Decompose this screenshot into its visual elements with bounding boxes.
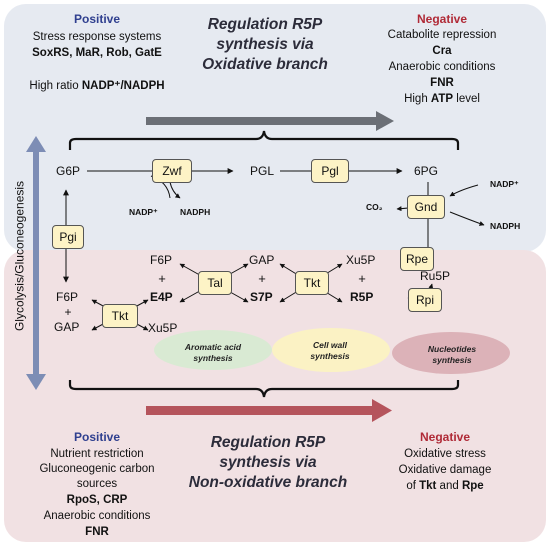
top-negative-line3: Anaerobic conditions bbox=[388, 61, 496, 73]
bottom-positive-line3: sources bbox=[76, 478, 118, 490]
cofactor-nadp-zwf: NADP⁺ bbox=[129, 207, 158, 217]
top-brace bbox=[68, 130, 460, 150]
enzyme-rpi: Rpi bbox=[408, 288, 442, 312]
metabolite-f6p-left: F6P bbox=[56, 290, 79, 304]
non-oxidative-regulation-arrow bbox=[146, 399, 392, 422]
cofactor-nadph-gnd: NADPH bbox=[490, 221, 521, 231]
top-positive-ratio: High ratio NADP⁺/NADPH bbox=[29, 80, 165, 92]
glycolysis-gluconeogenesis-label: Glycolysis/Gluconeogenesis bbox=[12, 180, 27, 332]
bottom-positive-line4: RpoS, CRP bbox=[66, 494, 128, 506]
top-title-line3: Oxidative branch bbox=[202, 56, 328, 73]
top-negative-line5: High ATP level bbox=[404, 93, 480, 105]
metabolite-g6p: G6P bbox=[56, 164, 81, 178]
bottom-positive-heading: Positive bbox=[73, 430, 121, 444]
metabolite-6pg: 6PG bbox=[414, 164, 439, 178]
enzyme-rpe: Rpe bbox=[400, 247, 434, 271]
metabolite-xu5p-mid: Xu5P bbox=[346, 253, 376, 267]
top-title-line2: synthesis via bbox=[216, 36, 314, 53]
top-negative-line1: Catabolite repression bbox=[387, 29, 497, 41]
cofactor-nadph-zwf: NADPH bbox=[180, 207, 211, 217]
top-positive-heading: Positive bbox=[73, 12, 121, 26]
enzyme-tkt-left: Tkt bbox=[102, 304, 138, 328]
enzyme-pgi: Pgi bbox=[52, 225, 84, 249]
cofactor-co2: CO₂ bbox=[366, 202, 383, 212]
glycolysis-gluconeogenesis-arrow bbox=[26, 136, 46, 390]
enzyme-pgl: Pgl bbox=[311, 159, 349, 183]
bottom-title-line3: Non-oxidative branch bbox=[188, 474, 348, 491]
bottom-title-line1: Regulation R5P bbox=[210, 434, 326, 451]
non-oxidative-regulation-panel bbox=[4, 250, 546, 542]
nucleotides-synthesis-blob bbox=[392, 332, 510, 374]
bottom-positive-line1: Nutrient restriction bbox=[50, 448, 144, 460]
metabolite-s7p: S7P bbox=[250, 290, 273, 304]
plus-mid-right: + bbox=[358, 271, 366, 286]
cofactor-nadp-gnd: NADP⁺ bbox=[490, 179, 519, 189]
enzyme-zwf: Zwf bbox=[152, 159, 192, 183]
top-positive-line1: Stress response systems bbox=[32, 31, 162, 43]
bottom-title-line2: synthesis via bbox=[219, 454, 317, 471]
cell-wall-synthesis-blob bbox=[272, 328, 390, 372]
metabolite-e4p: E4P bbox=[150, 290, 173, 304]
bottom-negative-heading: Negative bbox=[419, 430, 471, 444]
bottom-positive-line5: Anaerobic conditions bbox=[43, 510, 151, 522]
plus-mid: + bbox=[258, 271, 266, 286]
oxidative-regulation-arrow bbox=[146, 111, 394, 131]
top-title-line1: Regulation R5P bbox=[207, 16, 323, 33]
top-negative-line4: FNR bbox=[430, 77, 454, 89]
aromatic-acid-synthesis-blob bbox=[154, 330, 272, 370]
metabolite-xu5p-left: Xu5P bbox=[148, 321, 178, 335]
enzyme-tal: Tal bbox=[198, 271, 232, 295]
oxidative-regulation-panel bbox=[4, 4, 546, 252]
metabolite-gap-left: GAP bbox=[54, 320, 80, 334]
top-negative-heading: Negative bbox=[416, 12, 468, 26]
plus-left: + bbox=[64, 305, 72, 319]
bottom-brace bbox=[68, 380, 460, 398]
bottom-negative-line1: Oxidative stress bbox=[404, 448, 486, 460]
enzyme-tkt-mid: Tkt bbox=[295, 271, 329, 295]
top-positive-line2: SoxRS, MaR, Rob, GatE bbox=[32, 47, 162, 59]
metabolite-ru5p: Ru5P bbox=[420, 269, 451, 283]
bottom-negative-line3: of Tkt and Rpe bbox=[406, 480, 484, 492]
metabolite-f6p-mid: F6P bbox=[150, 253, 173, 267]
bottom-positive-line6: FNR bbox=[85, 526, 109, 538]
metabolite-pgl: PGL bbox=[250, 164, 275, 178]
enzyme-gnd: Gnd bbox=[407, 195, 445, 219]
metabolite-gap-mid: GAP bbox=[249, 253, 275, 267]
top-negative-line2: Cra bbox=[432, 45, 452, 57]
bottom-negative-line2: Oxidative damage bbox=[398, 464, 492, 476]
bottom-positive-line2: Gluconeogenic carbon bbox=[39, 463, 155, 475]
plus-mid-left: + bbox=[158, 271, 166, 286]
metabolite-r5p: R5P bbox=[350, 290, 374, 304]
